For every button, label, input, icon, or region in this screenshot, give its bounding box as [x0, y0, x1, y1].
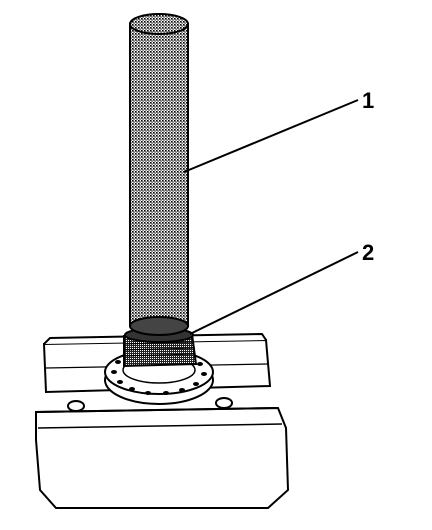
base-housing: [35, 397, 290, 509]
leader-line-2: [189, 251, 359, 335]
tube: [129, 13, 189, 336]
callout-1: 1: [362, 88, 374, 113]
leader-line-1: [183, 99, 359, 173]
callout-2: 2: [362, 240, 374, 265]
